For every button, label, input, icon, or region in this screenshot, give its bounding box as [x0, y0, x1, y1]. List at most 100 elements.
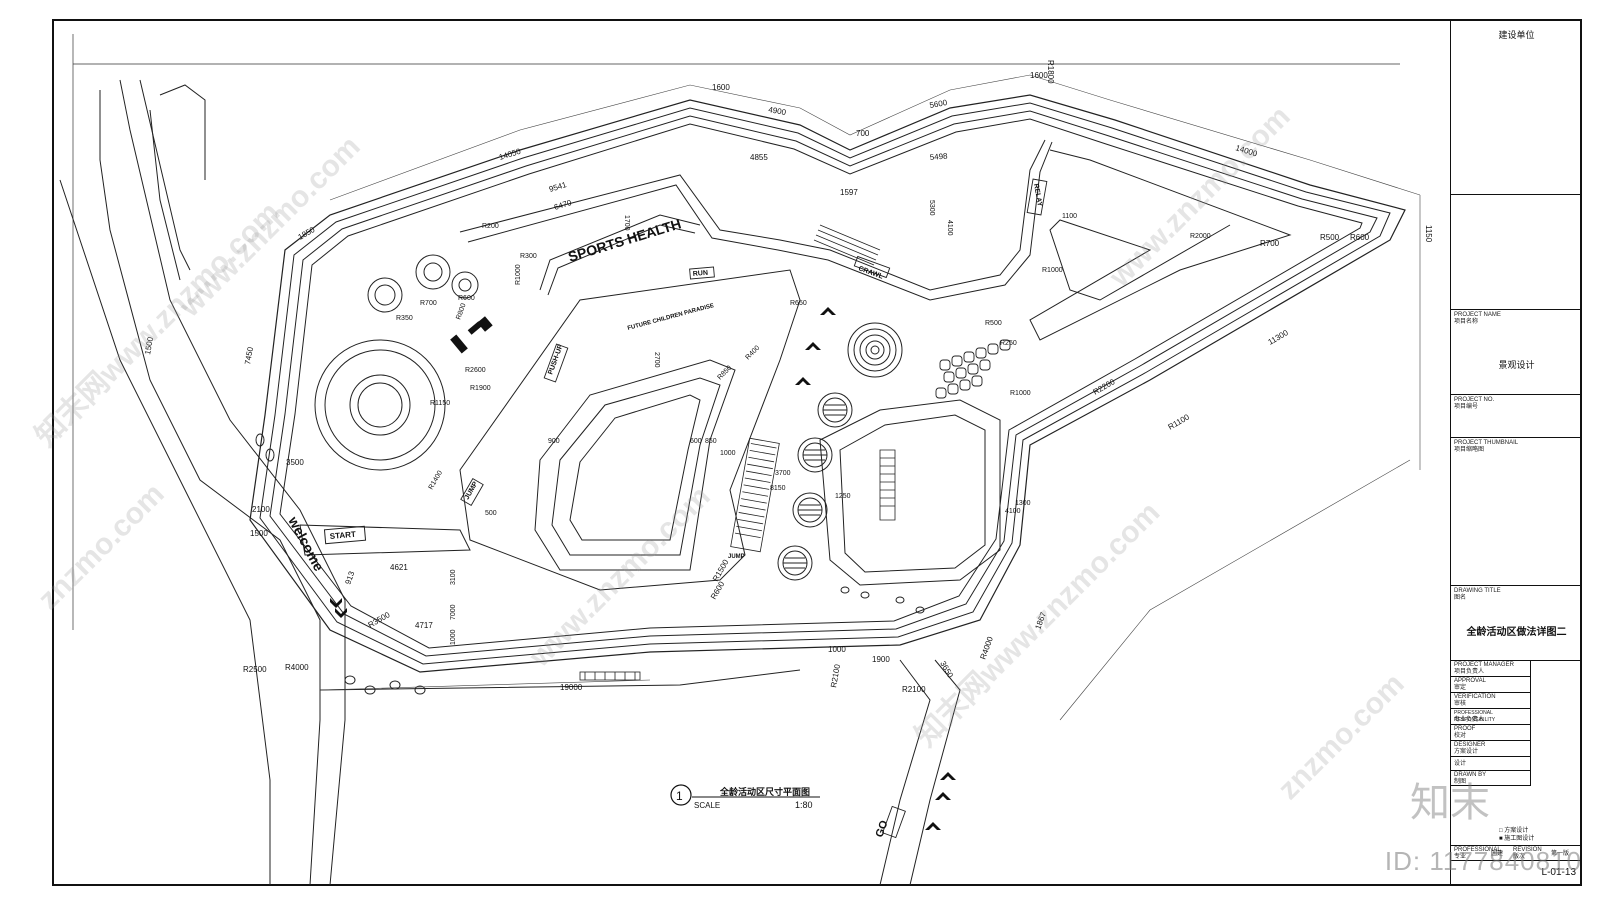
push-up-label: PUSH-UP: [547, 343, 564, 375]
plan-caption: 1 全龄活动区尺寸平面图 SCALE 1:80: [670, 784, 820, 810]
dim-top-1600: 1600: [712, 83, 730, 92]
dim-inner-14: 3700: [775, 470, 791, 477]
dim-left-1500b: 1500: [250, 529, 268, 538]
tb-project-name-row: PROJECT NAME 项目名称 景观设计: [1451, 310, 1582, 395]
dim-top-5600: 5600: [929, 98, 949, 110]
dim-bottom-r2100: R2100: [829, 663, 842, 688]
tb-legend-item: ■ 施工图设计: [1499, 836, 1535, 842]
tb-role-row: VERIFICATION 审核: [1451, 693, 1531, 709]
track-labels: [460, 178, 1048, 839]
dim-inner-21: 5300: [928, 200, 935, 216]
tb-roles: PROJECT MANAGER 项目负责人 APPROVAL 审定 VERIFI…: [1451, 661, 1531, 786]
dim-inner-30: 600: [690, 438, 702, 445]
tb-revision-caption: REVISION: [1513, 847, 1542, 853]
dim-bottom-1900: 1900: [872, 655, 890, 664]
dim-top-4900: 4900: [768, 105, 788, 117]
dim-right-r700: R700: [1260, 239, 1280, 248]
dim-inner-22: R1000: [1042, 267, 1063, 274]
dim-inner-5: R350: [396, 315, 413, 322]
tb-thumbnail-row: PROJECT THUMBNAIL 项目缩略图: [1451, 438, 1582, 586]
dim-inner-31: 850: [705, 438, 717, 445]
tb-role-row: PROOF 校对: [1451, 725, 1531, 741]
tb-client-row: 建设单位: [1451, 20, 1582, 195]
jump-label-2: JUMP: [728, 554, 745, 560]
go-label: GO: [874, 818, 891, 839]
tb-drawing-title-caption: DRAWING TITLE: [1454, 588, 1501, 594]
tb-role-row: DRAWN BY 制图: [1451, 771, 1531, 786]
tb-project-no-caption: PROJECT NO.: [1454, 397, 1495, 403]
tb-role-en: VERIFICATION: [1454, 694, 1496, 700]
dim-inner-32: 500: [485, 510, 497, 517]
brand-logo: 知末: [1410, 780, 1490, 826]
tb-role-zh: 专业负责人: [1454, 717, 1485, 723]
dim-left-3500: 3500: [286, 458, 304, 467]
park-logo: [450, 316, 493, 354]
tb-thumbnail-caption-zh: 项目缩略图: [1454, 447, 1485, 453]
dim-inner-25: R1000: [1010, 390, 1031, 397]
dim-inner-35: 3100: [450, 569, 457, 585]
tb-role-zh: 制图: [1454, 779, 1467, 785]
tb-role-zh: 方案设计: [1454, 749, 1479, 755]
dim-top-4855: 4855: [750, 153, 768, 162]
dim-inner-18: 4100: [1005, 508, 1021, 515]
jump-zone: [730, 437, 780, 553]
dim-inner-23: R500: [985, 320, 1002, 327]
tb-client-label: 建设单位: [1498, 30, 1535, 40]
hopscotch-grid: [935, 339, 1011, 399]
dim-inner-28: 1700: [623, 215, 630, 231]
tb-project-name-caption-zh: 项目名称: [1454, 319, 1479, 325]
dim-inner-26: R2000: [1190, 233, 1211, 240]
dim-left-1500: 1500: [143, 336, 155, 356]
crawl-label: CRAWL: [857, 265, 884, 281]
tb-professional-value: 园建: [1491, 851, 1504, 857]
dim-inner-16: 1250: [835, 493, 851, 500]
dim-top-5498: 5498: [929, 151, 948, 162]
dim-top-1597: 1597: [840, 188, 858, 197]
tb-legend: □ 方案设计 ■ 施工图设计: [1499, 825, 1579, 843]
dim-bottom-r600: R600: [709, 579, 727, 601]
dim-inner-29: 900: [548, 438, 560, 445]
inner-dimension-labels: R200 R300 R1000 R700 R600 R350 R800 R260…: [396, 200, 1211, 645]
bottom-road: [319, 659, 961, 886]
dim-inner-10: R1400: [428, 470, 444, 491]
dim-top-r1800: R1800: [1046, 60, 1055, 84]
dim-top-6470: 6470: [553, 198, 573, 212]
tb-thumbnail-caption: PROJECT THUMBNAIL: [1454, 440, 1519, 446]
sheet-border: [52, 19, 1582, 886]
dim-top-700: 700: [856, 129, 870, 138]
dim-left-7450: 7450: [243, 346, 255, 366]
dim-inner-11: R400: [744, 345, 761, 362]
dim-left-r2500: R2500: [243, 665, 267, 674]
tb-professional-caption: PROFESSIONAL: [1454, 847, 1501, 853]
dim-inner-15: 8150: [770, 485, 786, 492]
dim-left-913: 913: [343, 570, 356, 586]
dim-inner-24: R250: [1000, 340, 1017, 347]
dim-left-r4000: R4000: [285, 663, 309, 672]
tb-role-zh: 校对: [1454, 733, 1467, 739]
tb-role-en: PROFESSIONAL RESPONSIBILITY: [1454, 710, 1496, 723]
tb-revision-zh: 版次: [1513, 854, 1526, 860]
outer-track: [249, 94, 1406, 673]
dim-inner-36: 1000: [450, 629, 457, 645]
plan-number: 1: [676, 789, 683, 803]
stairs: [813, 224, 896, 521]
dim-inner-7: R2600: [465, 367, 486, 374]
dim-inner-33: 1000: [720, 450, 736, 457]
dim-inner-8: R1900: [470, 385, 491, 392]
dim-bottom-19000: 19000: [560, 683, 583, 692]
dim-bottom-1000: 1000: [828, 645, 846, 654]
tb-role-en: PROOF: [1454, 726, 1476, 732]
tb-project-name-caption: PROJECT NAME: [1454, 312, 1501, 318]
tb-role-row: PROJECT MANAGER 项目负责人: [1451, 661, 1531, 677]
run-label: RUN: [693, 270, 709, 278]
left-road: [59, 79, 346, 886]
dim-left-4621: 4621: [390, 563, 408, 572]
tb-role-row: PROFESSIONAL RESPONSIBILITY 专业负责人: [1451, 709, 1531, 725]
tb-professional-row: PROFESSIONAL 专业 园建 REVISION 版次 第一版: [1451, 845, 1582, 861]
dim-inner-9: R1150: [430, 400, 450, 407]
tb-sheet-no-row: L-01-13: [1451, 863, 1582, 883]
tb-project-name: 景观设计: [1498, 360, 1535, 370]
direction-arrows: [330, 307, 956, 830]
tb-role-row: APPROVAL 审定: [1451, 677, 1531, 693]
